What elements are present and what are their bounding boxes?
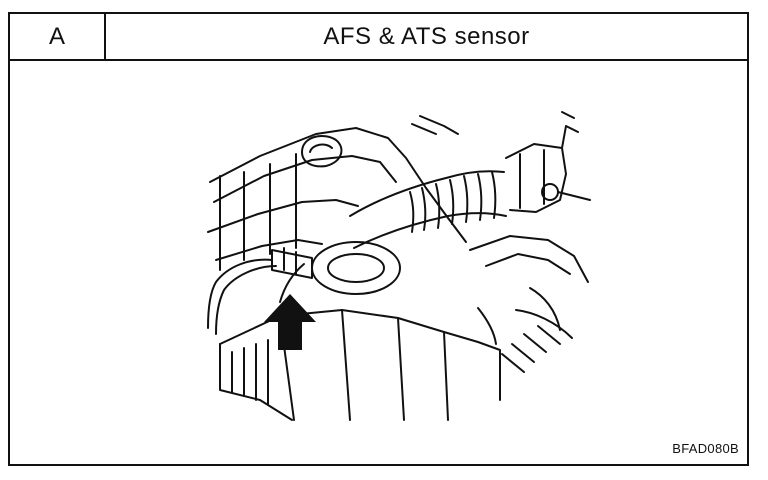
figure-header: A AFS & ATS sensor — [10, 14, 747, 61]
figure-frame: A AFS & ATS sensor — [8, 12, 749, 466]
engine-bay-drawing — [207, 111, 591, 421]
section-letter: A — [10, 14, 106, 59]
arrow-up-icon — [264, 294, 316, 350]
figure-title: AFS & ATS sensor — [323, 22, 530, 50]
figure-code: BFAD080B — [672, 441, 739, 456]
